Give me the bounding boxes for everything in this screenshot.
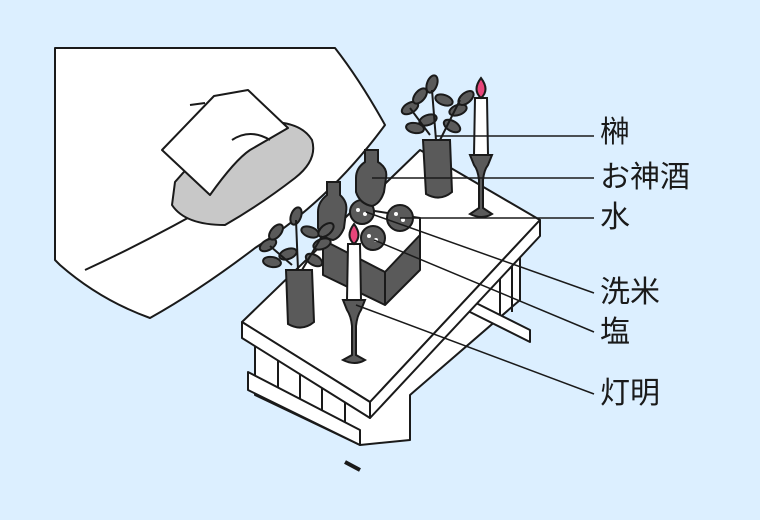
leader-senmai: [365, 211, 595, 294]
sakaki-vases: [258, 74, 475, 329]
label-sakaki: 榊: [600, 115, 630, 150]
label-senmai: 洗米: [600, 275, 660, 310]
leader-lines: [355, 135, 595, 395]
label-shio: 塩: [600, 315, 630, 350]
leader-toumyou: [355, 304, 595, 395]
label-toumyou: 灯明: [600, 376, 660, 411]
sake-bottle-back: [355, 149, 388, 208]
table-base: [247, 371, 361, 446]
futon: [54, 47, 386, 319]
pillow-cover: [161, 89, 289, 196]
salt-dish: [360, 225, 386, 251]
label-mizu: 水: [600, 200, 630, 235]
sakaki-vase-front: [258, 206, 335, 329]
sakaki-vase-back: [400, 74, 475, 199]
leader-shio: [373, 239, 595, 333]
candle-front: [340, 222, 368, 364]
label-omiki: お神酒: [600, 160, 690, 195]
